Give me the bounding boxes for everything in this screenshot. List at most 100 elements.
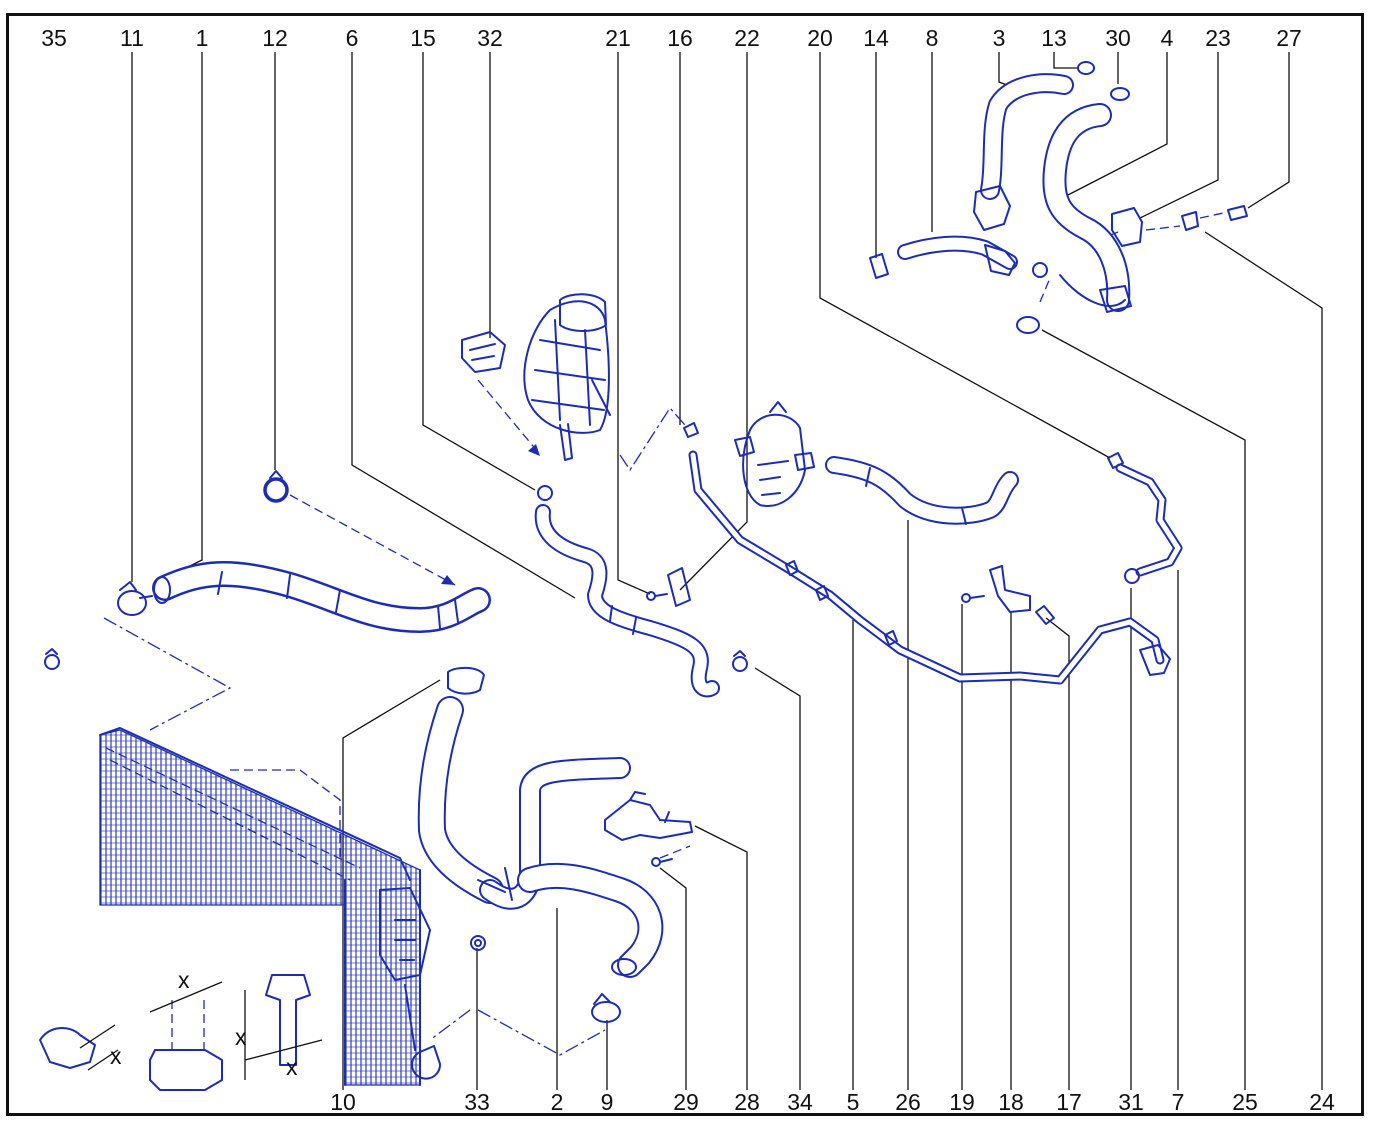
expansion-tank — [523, 293, 611, 461]
clip-20 — [1107, 452, 1124, 469]
radiator-drain-line — [404, 984, 416, 1051]
leader-28 — [694, 825, 748, 1090]
callout-25: 25 — [1232, 1089, 1258, 1115]
diagram-frame — [6, 13, 1364, 1116]
leader-21 — [617, 52, 651, 595]
clamp-13 — [1077, 61, 1095, 75]
tank-outlet — [559, 423, 573, 461]
callout-4: 4 — [1161, 25, 1174, 51]
hose-1 — [152, 561, 491, 633]
clamp-12 — [263, 470, 289, 503]
hose-26-bands — [865, 467, 967, 525]
radiator-top-tank — [99, 727, 411, 881]
dash-27 — [1199, 211, 1229, 219]
bracket-18 — [989, 565, 1031, 613]
callout-14: 14 — [863, 25, 889, 51]
callout-6: 6 — [346, 25, 359, 51]
callout-21: 21 — [605, 25, 631, 51]
dashdot-radiator — [103, 617, 232, 731]
hose-4-branch — [1059, 274, 1126, 307]
hose-1-end — [153, 576, 171, 604]
arrow-clamp12 — [441, 575, 455, 585]
callout-11: 11 — [120, 25, 144, 51]
radiator-hidden-fan — [230, 769, 341, 860]
hose-6-bands — [609, 605, 637, 635]
leader-27 — [1247, 52, 1290, 209]
callout-16: 16 — [667, 25, 693, 51]
callout-15: 15 — [410, 25, 436, 51]
hose-6 — [534, 485, 720, 698]
callout-29: 29 — [673, 1089, 699, 1115]
callout-30: 30 — [1105, 25, 1131, 51]
top-callouts: 35 11 1 12 6 15 32 21 16 22 20 14 8 3 13… — [41, 25, 1302, 51]
callout-35: 35 — [41, 25, 67, 51]
clamp-33 — [470, 935, 486, 951]
tank-contours — [531, 319, 606, 426]
legend-bolt — [265, 974, 311, 1066]
pipe-7 — [1107, 452, 1183, 584]
legend-nut — [149, 1049, 223, 1091]
pipe-5-connector — [1139, 644, 1171, 676]
legend-x-4: x — [286, 1054, 298, 1080]
leader-29 — [659, 867, 687, 1090]
bottom-callouts: 10 33 2 9 29 28 34 5 26 19 18 17 31 7 25… — [330, 1089, 1335, 1115]
legend-x-2: x — [178, 967, 190, 993]
clamp-25 — [1016, 316, 1040, 334]
radiator-hidden-1 — [105, 747, 361, 869]
callout-20: 20 — [807, 25, 833, 51]
radiator-core — [99, 729, 421, 1086]
cap-32 — [461, 331, 506, 373]
callout-12: 12 — [262, 25, 288, 51]
callout-2: 2 — [551, 1089, 564, 1115]
dash-clamp12 — [289, 494, 456, 586]
hose-2 — [477, 757, 664, 978]
callout-3: 3 — [993, 25, 1006, 51]
leader-10 — [342, 679, 441, 1090]
leader-17 — [1045, 617, 1070, 1090]
cap-14 — [869, 253, 889, 279]
bolt-21 — [646, 591, 668, 601]
radiator-outlet-fitting — [379, 887, 431, 981]
bolt-29 — [651, 857, 673, 867]
pipe-5 — [683, 422, 1171, 685]
callout-13: 13 — [1041, 25, 1067, 51]
hose-26 — [825, 456, 1019, 525]
legend-x-3: x — [235, 1024, 247, 1050]
legend-clamp — [39, 1027, 96, 1069]
clamp-35 — [44, 648, 60, 670]
clamp-31 — [1124, 568, 1140, 584]
thermostat-housing — [734, 401, 815, 507]
callout-10: 10 — [330, 1089, 356, 1115]
bolt-27 — [1227, 205, 1248, 221]
clamp-30 — [1110, 87, 1130, 101]
leader-lines — [131, 52, 1323, 1090]
hose-8 — [869, 235, 1048, 279]
dashdot-9 — [429, 1009, 606, 1056]
tank-neck — [559, 293, 607, 332]
callout-28: 28 — [734, 1089, 760, 1115]
callout-1: 1 — [196, 25, 209, 51]
callout-24: 24 — [1309, 1089, 1335, 1115]
tank-body — [523, 300, 610, 434]
hose-1-segments — [217, 571, 459, 629]
callout-8: 8 — [926, 25, 939, 51]
leader-15 — [422, 52, 536, 491]
leader-20 — [819, 52, 1111, 459]
leader-34 — [754, 667, 801, 1090]
thermostat-top — [769, 401, 787, 413]
clip-16 — [683, 422, 699, 438]
callout-19: 19 — [949, 1089, 975, 1115]
hose-3 — [973, 73, 1074, 231]
clamp-10 — [447, 666, 485, 695]
hose-10 — [417, 666, 504, 904]
callout-7: 7 — [1172, 1089, 1185, 1115]
radiator-drain-plug — [411, 1045, 442, 1080]
bracket-28 — [604, 791, 693, 841]
callout-23: 23 — [1205, 25, 1231, 51]
callout-9: 9 — [601, 1089, 614, 1115]
legend-x-1: x — [110, 1043, 122, 1069]
thermostat-contours — [757, 460, 789, 496]
assembly-lines — [103, 211, 1229, 1056]
callout-22: 22 — [734, 25, 760, 51]
